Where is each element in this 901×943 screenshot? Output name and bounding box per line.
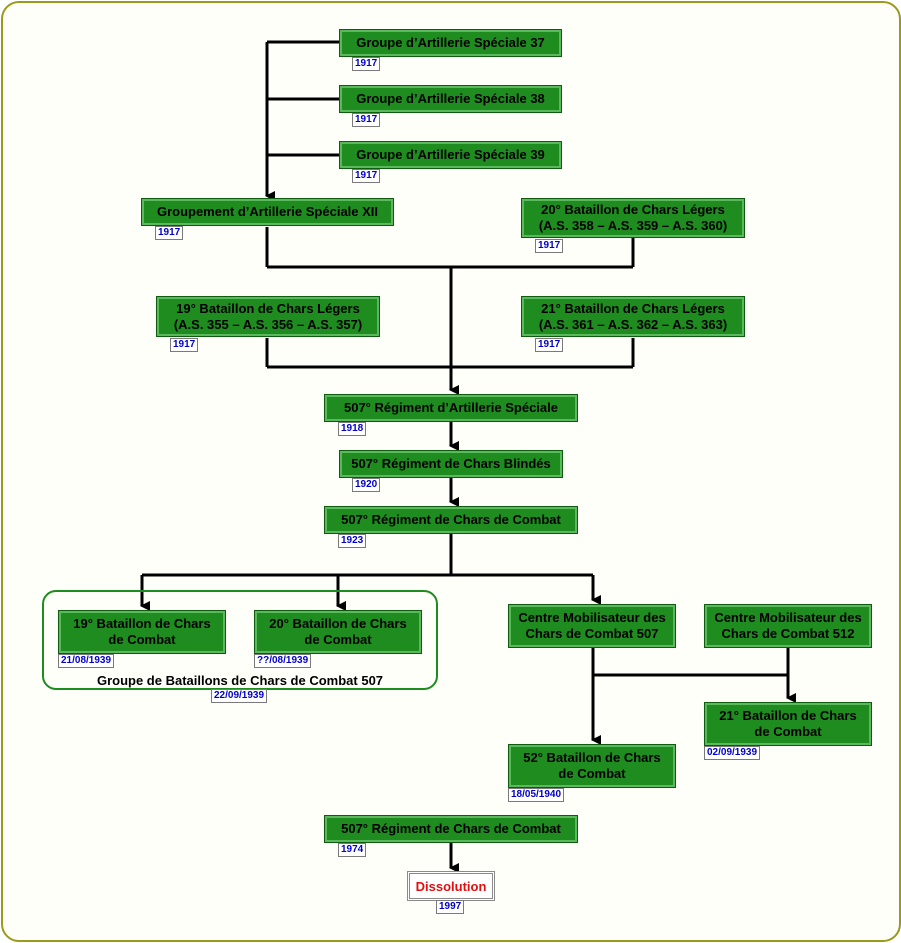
date-bcc-52: 18/05/1940 <box>508 788 565 802</box>
date-bataillon-19-legers: 1917 <box>170 338 199 352</box>
group-bataillons-date: 22/09/1939 <box>211 689 268 703</box>
date-507-ras: 1918 <box>338 422 367 436</box>
date-bataillon-20-legers: 1917 <box>535 239 564 253</box>
date-gas-37: 1917 <box>352 57 381 71</box>
node-bataillon-20-legers: 20° Bataillon de Chars Légers (A.S. 358 … <box>521 198 745 238</box>
node-bataillon-19-legers: 19° Bataillon de Chars Légers (A.S. 355 … <box>156 296 380 337</box>
date-groupement-xii: 1917 <box>155 226 184 240</box>
date-507-rcc-1974: 1974 <box>338 843 367 857</box>
node-gas-38: Groupe d’Artillerie Spéciale 38 <box>339 85 562 113</box>
node-bcc-20: 20° Bataillon de Chars de Combat <box>254 610 422 654</box>
node-gas-37: Groupe d’Artillerie Spéciale 37 <box>339 29 562 57</box>
node-bataillon-21-legers: 21° Bataillon de Chars Légers (A.S. 361 … <box>521 296 745 337</box>
node-507-rcb: 507° Régiment de Chars Blindés <box>339 450 563 478</box>
date-gas-39: 1917 <box>352 169 381 183</box>
date-bcc-19: 21/08/1939 <box>58 654 115 668</box>
node-507-rcc-1974: 507° Régiment de Chars de Combat <box>324 815 578 843</box>
node-507-ras: 507° Régiment d’Artillerie Spéciale <box>324 394 578 422</box>
node-bcc-21: 21° Bataillon de Chars de Combat <box>704 702 872 746</box>
date-bcc-20: ??/08/1939 <box>254 654 312 668</box>
node-gas-39: Groupe d’Artillerie Spéciale 39 <box>339 141 562 169</box>
date-507-rcb: 1920 <box>352 478 381 492</box>
date-bcc-21: 02/09/1939 <box>704 746 761 760</box>
node-cm-512: Centre Mobilisateur des Chars de Combat … <box>704 604 872 648</box>
node-groupement-xii: Groupement d’Artillerie Spéciale XII <box>141 198 394 226</box>
node-bcc-19: 19° Bataillon de Chars de Combat <box>58 610 226 654</box>
date-dissolution: 1997 <box>436 900 465 914</box>
date-gas-38: 1917 <box>352 113 381 127</box>
date-bataillon-21-legers: 1917 <box>535 338 564 352</box>
node-dissolution: Dissolution <box>407 871 495 901</box>
node-507-rcc: 507° Régiment de Chars de Combat <box>324 506 578 534</box>
group-bataillons-label: Groupe de Bataillons de Chars de Combat … <box>96 673 384 688</box>
node-cm-507: Centre Mobilisateur des Chars de Combat … <box>508 604 676 648</box>
date-507-rcc: 1923 <box>338 534 367 548</box>
node-bcc-52: 52° Bataillon de Chars de Combat <box>508 744 676 788</box>
